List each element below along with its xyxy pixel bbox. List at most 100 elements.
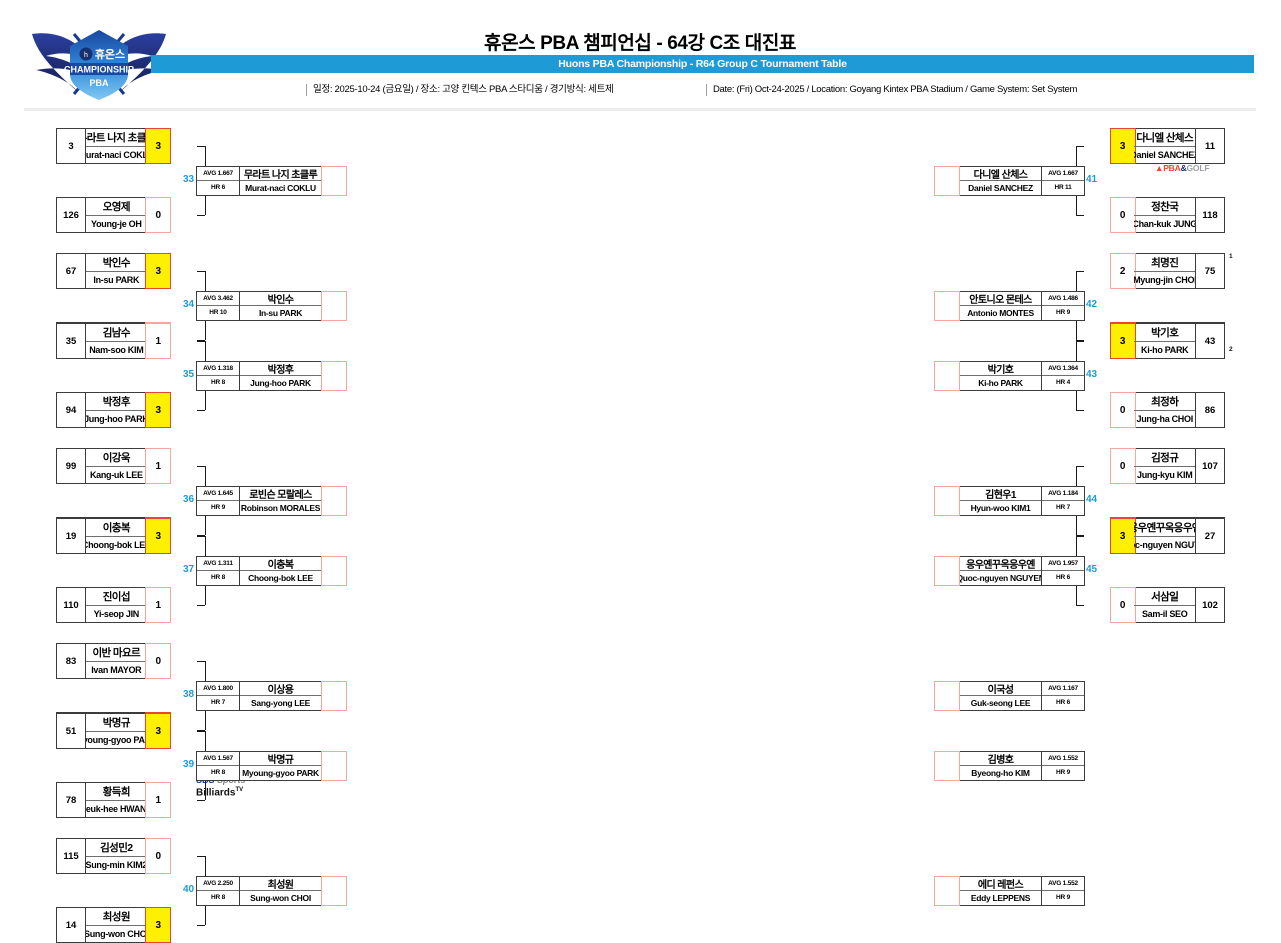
- player-name-en: In-su PARK: [93, 274, 140, 285]
- match-number: 33: [183, 174, 195, 185]
- player-name-en: Nam-soo KIM: [89, 344, 144, 355]
- r32-score-slot[interactable]: [320, 485, 347, 516]
- player-name-ko: 로빈슨 모랄레스: [240, 487, 321, 501]
- r32-score-slot[interactable]: [934, 165, 961, 196]
- avg-value: AVG 1.667: [1042, 167, 1084, 181]
- r32-score-slot[interactable]: [320, 555, 347, 586]
- player-name-en: Murat-naci COKLU: [86, 149, 147, 160]
- player-seed: 107: [1195, 449, 1224, 483]
- avg-value: AVG 1.486: [1042, 292, 1084, 306]
- set-score-indicator: 2: [1229, 346, 1233, 353]
- r32-score-slot[interactable]: [934, 555, 961, 586]
- player-name-en: Chan-kuk JUNG: [1134, 218, 1195, 229]
- player-seed: 110: [57, 588, 86, 622]
- avg-value: AVG 1.364: [1042, 362, 1084, 376]
- svg-text:휴온스: 휴온스: [95, 47, 125, 61]
- match-number: 34: [183, 299, 195, 310]
- player-name-ko: 김남수: [86, 324, 147, 342]
- r32-score-slot[interactable]: [320, 875, 347, 906]
- player-score: 2: [1109, 252, 1136, 290]
- player-name-ko: 박정후: [86, 393, 147, 411]
- player-seed: 11: [1195, 129, 1224, 163]
- connector-line: [197, 341, 205, 343]
- player-name-en: Jung-hoo PARK: [86, 413, 147, 424]
- player-name-en: Ki-ho PARK: [1141, 344, 1189, 355]
- avg-value: AVG 1.311: [197, 557, 239, 571]
- r32-score-slot[interactable]: [934, 875, 961, 906]
- huons-pba-championship-logo: h 휴온스 CHAMPIONSHIP PBA: [32, 30, 166, 100]
- hr-value: HR 9: [1055, 769, 1070, 777]
- r64-player-card[interactable]: 27응우옌꾸옥응우옌Quoc-nguyen NGUYEN3: [1109, 517, 1225, 555]
- hr-value: HR 9: [1055, 894, 1070, 902]
- r32-score-slot[interactable]: [934, 485, 961, 516]
- r32-score-slot[interactable]: [934, 750, 961, 781]
- r64-player-card[interactable]: 78황득희Deuk-hee HWANG1: [56, 781, 172, 819]
- r32-score-slot[interactable]: [320, 750, 347, 781]
- player-name-ko: 황득희: [86, 783, 147, 801]
- hr-value: HR 8: [210, 769, 225, 777]
- player-name-ko: 서삼일: [1134, 588, 1195, 606]
- connector-line: [197, 536, 205, 538]
- hr-value: HR 8: [210, 574, 225, 582]
- player-name-en: Jung-hoo PARK: [250, 377, 311, 388]
- connector-line: [1076, 340, 1084, 342]
- r32-score-slot[interactable]: [934, 360, 961, 391]
- r32-score-slot[interactable]: [320, 360, 347, 391]
- connector-line: [1076, 466, 1084, 468]
- r32-score-slot[interactable]: [320, 290, 347, 321]
- player-name-ko: 이강욱: [86, 449, 147, 467]
- set-score-indicator: 1: [1229, 253, 1233, 260]
- r32-score-slot[interactable]: [320, 165, 347, 196]
- avg-value: AVG 1.318: [197, 362, 239, 376]
- player-name-ko: 최정하: [1134, 393, 1195, 411]
- r32-score-slot[interactable]: [934, 290, 961, 321]
- avg-value: AVG 1.184: [1042, 487, 1084, 501]
- player-name-ko: 최성원: [240, 877, 321, 891]
- hr-value: HR 8: [210, 379, 225, 387]
- r32-score-slot[interactable]: [320, 680, 347, 711]
- player-score: 3: [145, 712, 172, 750]
- player-name-ko: 오영제: [86, 198, 147, 216]
- r32-score-slot[interactable]: [934, 680, 961, 711]
- player-score: 3: [1109, 517, 1136, 555]
- svg-text:PBA: PBA: [89, 78, 109, 88]
- player-seed: 67: [57, 254, 86, 288]
- hr-value: HR 10: [209, 309, 227, 317]
- avg-value: AVG 1.645: [197, 487, 239, 501]
